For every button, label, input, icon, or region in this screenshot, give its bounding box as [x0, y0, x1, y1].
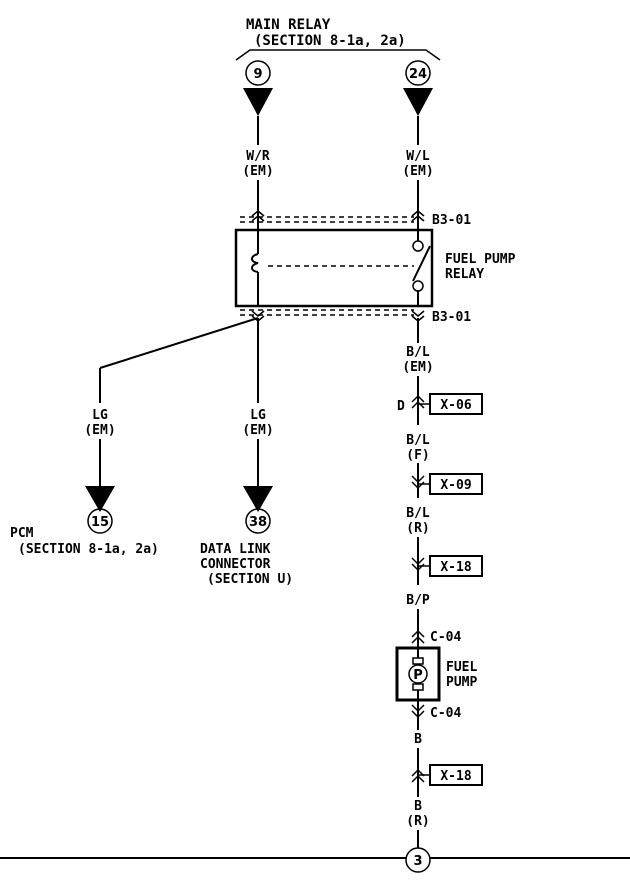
fuel-pump-label-line1: FUEL: [446, 660, 477, 675]
connector-b3-01-top-label: B3-01: [432, 213, 471, 228]
main-relay-title: MAIN RELAY: [246, 17, 331, 33]
terminal-24-arrow-icon: [403, 88, 433, 116]
joint-x-18-a-label: X-18: [440, 560, 471, 575]
terminal-3-label: 3: [413, 854, 422, 869]
joint-x-09-box: [429, 473, 483, 495]
dlc-label-line2: CONNECTOR: [200, 557, 271, 572]
wire-label-b-1: B: [414, 732, 422, 747]
joint-x-18-a: X-18: [411, 555, 483, 577]
wire-label-b-l-2: B/L: [406, 433, 430, 448]
wire-label-r-1: (R): [406, 521, 429, 536]
fuel-pump-motor-icon: [408, 664, 428, 684]
relay-box: [234, 228, 434, 308]
terminal-15-arrow-icon: [85, 486, 115, 512]
wire-label-f: (F): [406, 448, 429, 463]
joint-x-18-a-box: [429, 555, 483, 577]
fuel-pump-symbol: P: [413, 668, 423, 683]
fuel-pump-relay: [234, 228, 434, 308]
connector-b3-01-bottom: B3-01: [240, 309, 471, 325]
terminal-15-label: 15: [91, 515, 109, 530]
connector-c-04-top: C-04: [411, 629, 461, 645]
connector-c-04-bottom: C-04: [411, 704, 461, 721]
wire-label-w-l: W/L: [406, 149, 430, 164]
wire-label-r-2: (R): [406, 814, 429, 829]
wire-label-em-3: (EM): [402, 360, 433, 375]
terminal-38-label: 38: [249, 515, 267, 530]
connector-b3-01-top: B3-01: [240, 210, 471, 228]
connector-b3-01-bottom-label: B3-01: [432, 310, 471, 325]
pcm-section: (SECTION 8-1a, 2a): [18, 542, 159, 557]
wire-label-w-r: W/R: [246, 149, 270, 164]
relay-coil-icon: [251, 253, 259, 273]
wire-lg-branch: [99, 317, 259, 369]
fuel-pump: P: [395, 646, 441, 702]
pcm-label: PCM: [10, 526, 34, 541]
wire-label-b-l-1: B/L: [406, 345, 430, 360]
main-relay-section: (SECTION 8-1a, 2a): [254, 33, 406, 49]
relay-switch-icon: [412, 245, 431, 282]
wire-label-lg-2: LG: [250, 408, 266, 423]
wire-label-em-2: (EM): [402, 164, 433, 179]
wire-label-b-l-3: B/L: [406, 506, 430, 521]
connector-d-label: D: [397, 399, 405, 414]
relay-label-line2: RELAY: [445, 267, 484, 282]
terminal-3: [405, 847, 431, 873]
joint-x-18-b-box: [429, 764, 483, 786]
wire-label-em-4: (EM): [84, 423, 115, 438]
terminal-9-arrow-icon: [243, 88, 273, 116]
relay-label-line1: FUEL PUMP: [445, 252, 516, 267]
terminal-24-label: 24: [409, 67, 427, 82]
terminal-38: [245, 508, 271, 534]
wire-label-em-5: (EM): [242, 423, 273, 438]
dlc-label-line1: DATA LINK: [200, 542, 271, 557]
terminal-15: [87, 508, 113, 534]
terminal-38-arrow-icon: [243, 486, 273, 512]
joint-x-18-b: X-18: [411, 764, 483, 786]
joint-x-06-box: [429, 393, 483, 415]
joint-x-18-b-label: X-18: [440, 769, 471, 784]
main-relay-bracket: [235, 49, 441, 61]
fuel-pump-label-line2: PUMP: [446, 675, 477, 690]
dlc-label-line3: (SECTION U): [207, 572, 293, 587]
wire-label-em-1: (EM): [242, 164, 273, 179]
connector-c-04-bottom-label: C-04: [430, 706, 461, 721]
terminal-9-label: 9: [253, 67, 262, 82]
wire-label-lg-1: LG: [92, 408, 108, 423]
wire-label-b-p: B/P: [406, 593, 430, 608]
joint-x-09-label: X-09: [440, 478, 471, 493]
wire-label-b-2: B: [414, 799, 422, 814]
joint-x-06: D X-06: [397, 393, 483, 415]
connector-c-04-top-label: C-04: [430, 630, 461, 645]
joint-x-06-label: X-06: [440, 398, 471, 413]
terminal-24: 24: [403, 60, 433, 116]
joint-x-09: X-09: [411, 473, 483, 495]
terminal-9: 9: [243, 60, 273, 116]
